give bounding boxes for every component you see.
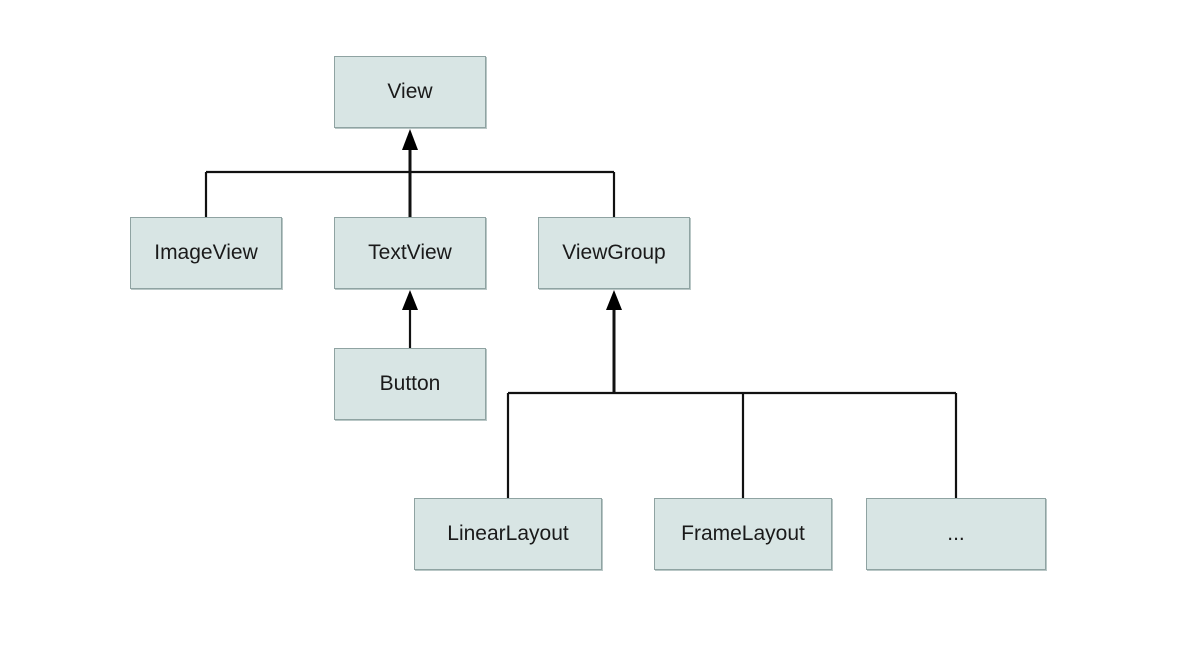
arrowhead-viewgroup [606, 290, 622, 310]
node-viewgroup: ViewGroup [538, 217, 690, 289]
node-linearlayout-label: LinearLayout [447, 522, 569, 545]
node-framelayout-label: FrameLayout [681, 522, 805, 545]
node-view-label: View [387, 80, 433, 103]
arrowhead-textview [402, 290, 418, 310]
arrowhead-view [402, 129, 418, 150]
node-button-label: Button [379, 372, 441, 395]
node-button: Button [334, 348, 486, 420]
edges-to-view [204, 148, 616, 217]
node-textview: TextView [334, 217, 486, 289]
node-linearlayout: LinearLayout [414, 498, 602, 570]
node-more: ... [866, 498, 1046, 570]
node-textview-label: TextView [368, 241, 452, 264]
node-more-label: ... [947, 522, 965, 545]
edges-to-viewgroup [506, 308, 958, 498]
node-view: View [334, 56, 486, 128]
node-imageview-label: ImageView [154, 241, 258, 264]
node-viewgroup-label: ViewGroup [562, 241, 666, 264]
node-framelayout: FrameLayout [654, 498, 832, 570]
node-imageview: ImageView [130, 217, 282, 289]
